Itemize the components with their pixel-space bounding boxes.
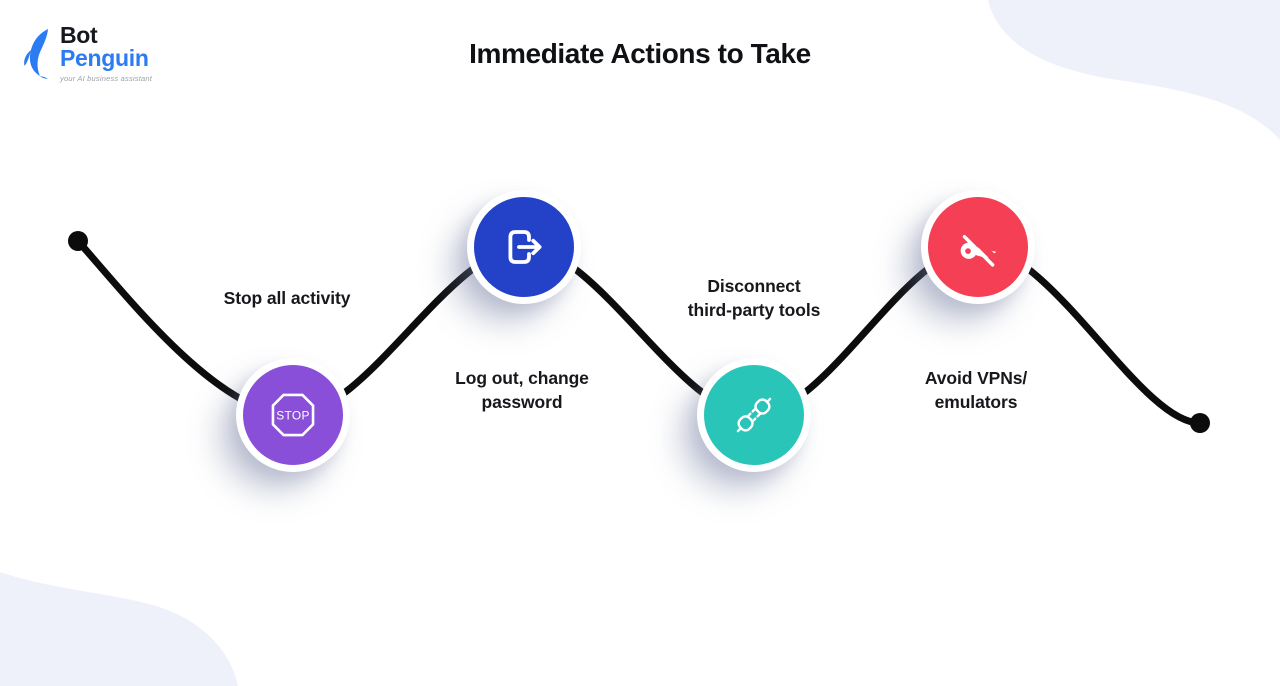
label-line: Stop all activity — [223, 288, 351, 308]
step-circle-logout — [467, 190, 581, 304]
step-label-stop-activity: Stop all activity — [152, 286, 422, 310]
blob-top-right — [988, 0, 1280, 140]
logo-text: Bot Penguin your AI business assistant — [60, 22, 153, 84]
key-off-icon — [960, 230, 1002, 267]
label-line: emulators — [934, 392, 1018, 412]
label-line: Log out, change — [455, 368, 589, 388]
step-circle-avoid-vpn — [921, 190, 1035, 304]
logo-brand-top: Bot — [60, 22, 98, 48]
label-line: third-party tools — [687, 300, 821, 320]
stop-sign-icon: STOP — [271, 393, 315, 437]
logo-tagline: your AI business assistant — [60, 74, 153, 83]
step-circle-disconnect — [697, 358, 811, 472]
step-label-logout: Log out, change password — [387, 366, 657, 414]
stop-icon-text: STOP — [276, 408, 310, 422]
page-title: Immediate Actions to Take — [469, 38, 811, 69]
disconnect-plug-icon — [736, 397, 772, 433]
step-label-disconnect: Disconnect third-party tools — [619, 274, 889, 322]
step-circle-stop-activity: STOP — [236, 358, 350, 472]
blob-bottom-left — [0, 572, 238, 686]
logout-icon — [508, 230, 542, 264]
line-start-dot — [68, 231, 88, 251]
label-line: password — [481, 392, 563, 412]
step-label-avoid-vpn: Avoid VPNs/ emulators — [841, 366, 1111, 414]
logo-brand-bottom: Penguin — [60, 45, 149, 71]
botpenguin-logo: Bot Penguin your AI business assistant — [18, 24, 152, 83]
label-line: Avoid VPNs/ — [924, 368, 1028, 388]
line-end-dot — [1190, 413, 1210, 433]
label-line: Disconnect — [707, 276, 801, 296]
penguin-icon — [24, 29, 48, 79]
